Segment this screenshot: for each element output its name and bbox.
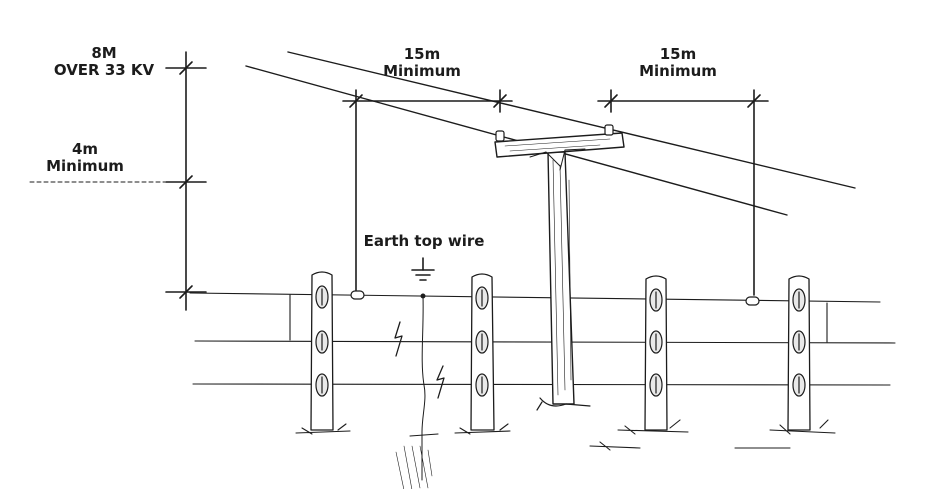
height-label-8m: 8M OVER 33 KV xyxy=(44,45,164,79)
height-label-8m-line1: 8M xyxy=(91,44,117,62)
ground-icon xyxy=(411,257,435,281)
distance-label-right-line1: 15m xyxy=(659,45,697,63)
distance-label-left-line1: 15m xyxy=(403,45,441,63)
post-insulators xyxy=(475,286,489,397)
distance-label-left: 15m Minimum xyxy=(362,46,482,80)
right-distance-dimension xyxy=(597,89,769,296)
crossarm-insulators xyxy=(495,124,614,142)
distance-label-right: 15m Minimum xyxy=(618,46,738,80)
post-insulators xyxy=(792,288,806,397)
spark-icon xyxy=(394,321,403,357)
fence-post-4 xyxy=(734,275,836,449)
fence-post-2 xyxy=(454,273,511,435)
height-label-4m: 4m Minimum xyxy=(30,141,140,175)
height-dimension xyxy=(165,51,207,311)
earth-wire xyxy=(395,293,439,489)
power-pole-crossarm xyxy=(494,132,625,171)
spark-icon xyxy=(436,365,445,399)
post-insulators xyxy=(649,288,663,397)
left-distance-dimension xyxy=(342,89,513,291)
height-label-4m-line2: Minimum xyxy=(46,157,124,175)
power-line-conductor-upper xyxy=(287,51,856,189)
top-wire-insulator-left xyxy=(350,290,365,300)
fence-post-3 xyxy=(589,275,689,451)
height-label-4m-line1: 4m xyxy=(71,140,99,158)
distance-label-right-line2: Minimum xyxy=(639,62,717,80)
height-label-8m-line2: OVER 33 KV xyxy=(53,61,155,79)
fence-wire-top xyxy=(189,292,881,303)
earth-wire-label: Earth top wire xyxy=(363,232,485,250)
top-wire-insulator-right xyxy=(745,296,760,306)
post-insulators xyxy=(315,285,329,397)
fence-wire-bottom xyxy=(192,383,891,386)
distance-label-left-line2: Minimum xyxy=(383,62,461,80)
fence-post-1 xyxy=(295,271,351,435)
power-pole xyxy=(536,151,591,411)
